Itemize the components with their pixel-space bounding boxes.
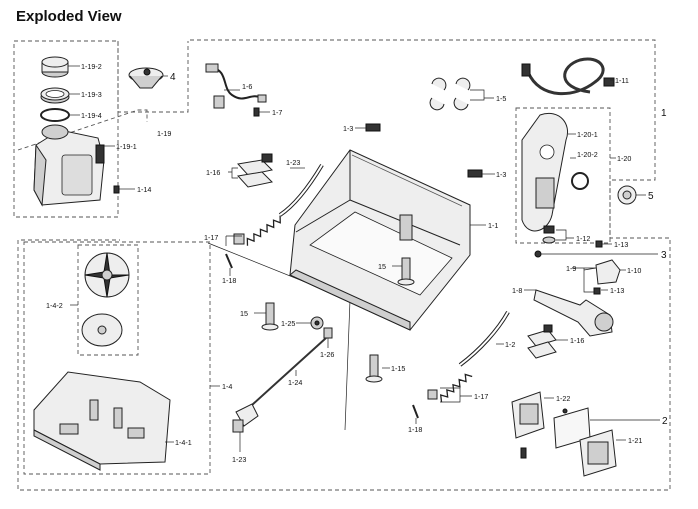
main-group-1-boundary	[17, 39, 671, 491]
spring-1-17-right	[427, 373, 473, 403]
pcb-1-21	[579, 429, 617, 477]
label-1-25: 1-25	[281, 319, 295, 328]
disc-1-4-2-bottom	[81, 313, 123, 347]
label-1-24: 1-24	[288, 378, 302, 387]
label-1-17-left: 1-17	[204, 233, 218, 242]
page-title: Exploded View	[16, 8, 122, 25]
label-1-10: 1-10	[627, 266, 641, 275]
label-1-18-right: 1-18	[408, 425, 422, 434]
clips-1-5	[429, 77, 471, 111]
hose-1-11	[521, 57, 615, 95]
label-1: 1	[661, 108, 667, 119]
part-1-26	[323, 327, 333, 339]
group-box-1-4-2	[77, 244, 139, 356]
screw-1-13-top	[595, 240, 603, 248]
label-1-17-right: 1-17	[474, 392, 488, 401]
seal-1-19-4	[40, 108, 70, 122]
wire-harness-1-6	[205, 63, 267, 109]
cap-1-19-2	[41, 56, 69, 78]
leg-15-center	[397, 257, 415, 286]
belt-1-2	[458, 311, 510, 367]
screw-1-13-bottom	[593, 287, 601, 295]
part-4-bracket	[128, 67, 164, 89]
label-1-19: 1-19	[157, 129, 171, 138]
pump-1-8	[533, 289, 614, 337]
label-2: 2	[662, 416, 668, 427]
label-1-5: 1-5	[496, 94, 506, 103]
part-1-3-right	[467, 169, 483, 178]
bracket-1-16-right	[527, 324, 557, 359]
label-1-20: 1-20	[617, 154, 631, 163]
screw-1-14	[113, 185, 120, 194]
label-15-left: 15	[240, 309, 248, 318]
spring-1-17-left	[233, 215, 281, 246]
cable-1-24	[251, 337, 327, 406]
screw-1-18-left	[225, 253, 233, 269]
base-1-4-1	[33, 371, 171, 471]
label-1-14: 1-14	[137, 185, 151, 194]
pcb-1-22	[511, 391, 545, 459]
label-1-7: 1-7	[272, 108, 282, 117]
label-1-3-right: 1-3	[496, 170, 506, 179]
label-1-19-2: 1-19-2	[81, 62, 102, 71]
label-1-1: 1-1	[488, 221, 498, 230]
dispenser-1-19-1	[33, 124, 105, 207]
hinge-1-23-bottom	[232, 403, 259, 433]
label-1-9: 1-9	[566, 264, 576, 273]
label-1-4-2: 1-4-2	[46, 301, 63, 310]
leader-lines	[68, 65, 660, 452]
label-1-16-right: 1-16	[570, 336, 584, 345]
label-5: 5	[648, 191, 654, 202]
label-1-3-top: 1-3	[343, 124, 353, 133]
part-3	[534, 250, 542, 258]
label-1-6: 1-6	[242, 82, 252, 91]
group-box-1-4	[23, 241, 211, 475]
label-1-21: 1-21	[628, 436, 642, 445]
ring-1-19-3	[40, 87, 70, 104]
label-1-12: 1-12	[576, 234, 590, 243]
label-1-19-1: 1-19-1	[116, 142, 137, 151]
label-1-19-3: 1-19-3	[81, 90, 102, 99]
label-1-4: 1-4	[222, 382, 232, 391]
label-1-16-left: 1-16	[206, 168, 220, 177]
group-box-1-20	[515, 107, 611, 244]
belt-1-23-top	[278, 163, 324, 217]
label-1-18-left: 1-18	[222, 276, 236, 285]
label-1-23-bottom: 1-23	[232, 455, 246, 464]
seal-1-20-2	[571, 172, 589, 190]
label-1-20-1: 1-20-1	[577, 130, 598, 139]
label-1-2: 1-2	[505, 340, 515, 349]
label-3: 3	[661, 250, 667, 261]
screw-1-18-right	[412, 404, 419, 419]
leg-1-15	[365, 354, 383, 383]
cam-1-4-2-top	[84, 252, 130, 298]
filter-5	[617, 185, 637, 205]
label-1-13-top: 1-13	[614, 240, 628, 249]
label-1-13-bottom: 1-13	[610, 286, 624, 295]
leg-15-left	[261, 302, 279, 331]
label-1-22: 1-22	[556, 394, 570, 403]
label-1-23-top: 1-23	[286, 158, 300, 167]
part-1-3-top	[365, 123, 381, 132]
label-1-8: 1-8	[512, 286, 522, 295]
label-15-center: 15	[378, 262, 386, 271]
bracket-1-16-left	[237, 153, 274, 188]
label-1-15: 1-15	[391, 364, 405, 373]
label-1-20-2: 1-20-2	[577, 150, 598, 159]
frame-1-1	[289, 149, 471, 331]
label-1-4-1: 1-4-1	[175, 438, 192, 447]
group-box-1-19-left	[13, 40, 119, 218]
group-1-19-outline	[17, 109, 148, 151]
part-1-12	[542, 225, 556, 244]
gear-1-25	[310, 316, 324, 330]
group-box-4	[117, 41, 189, 113]
label-1-11: 1-11	[615, 76, 629, 85]
label-1-19-4: 1-19-4	[81, 111, 102, 120]
label-1-26: 1-26	[320, 350, 334, 359]
part-1-10	[595, 259, 621, 285]
sump-1-20-1	[521, 112, 568, 232]
label-4: 4	[170, 72, 176, 83]
